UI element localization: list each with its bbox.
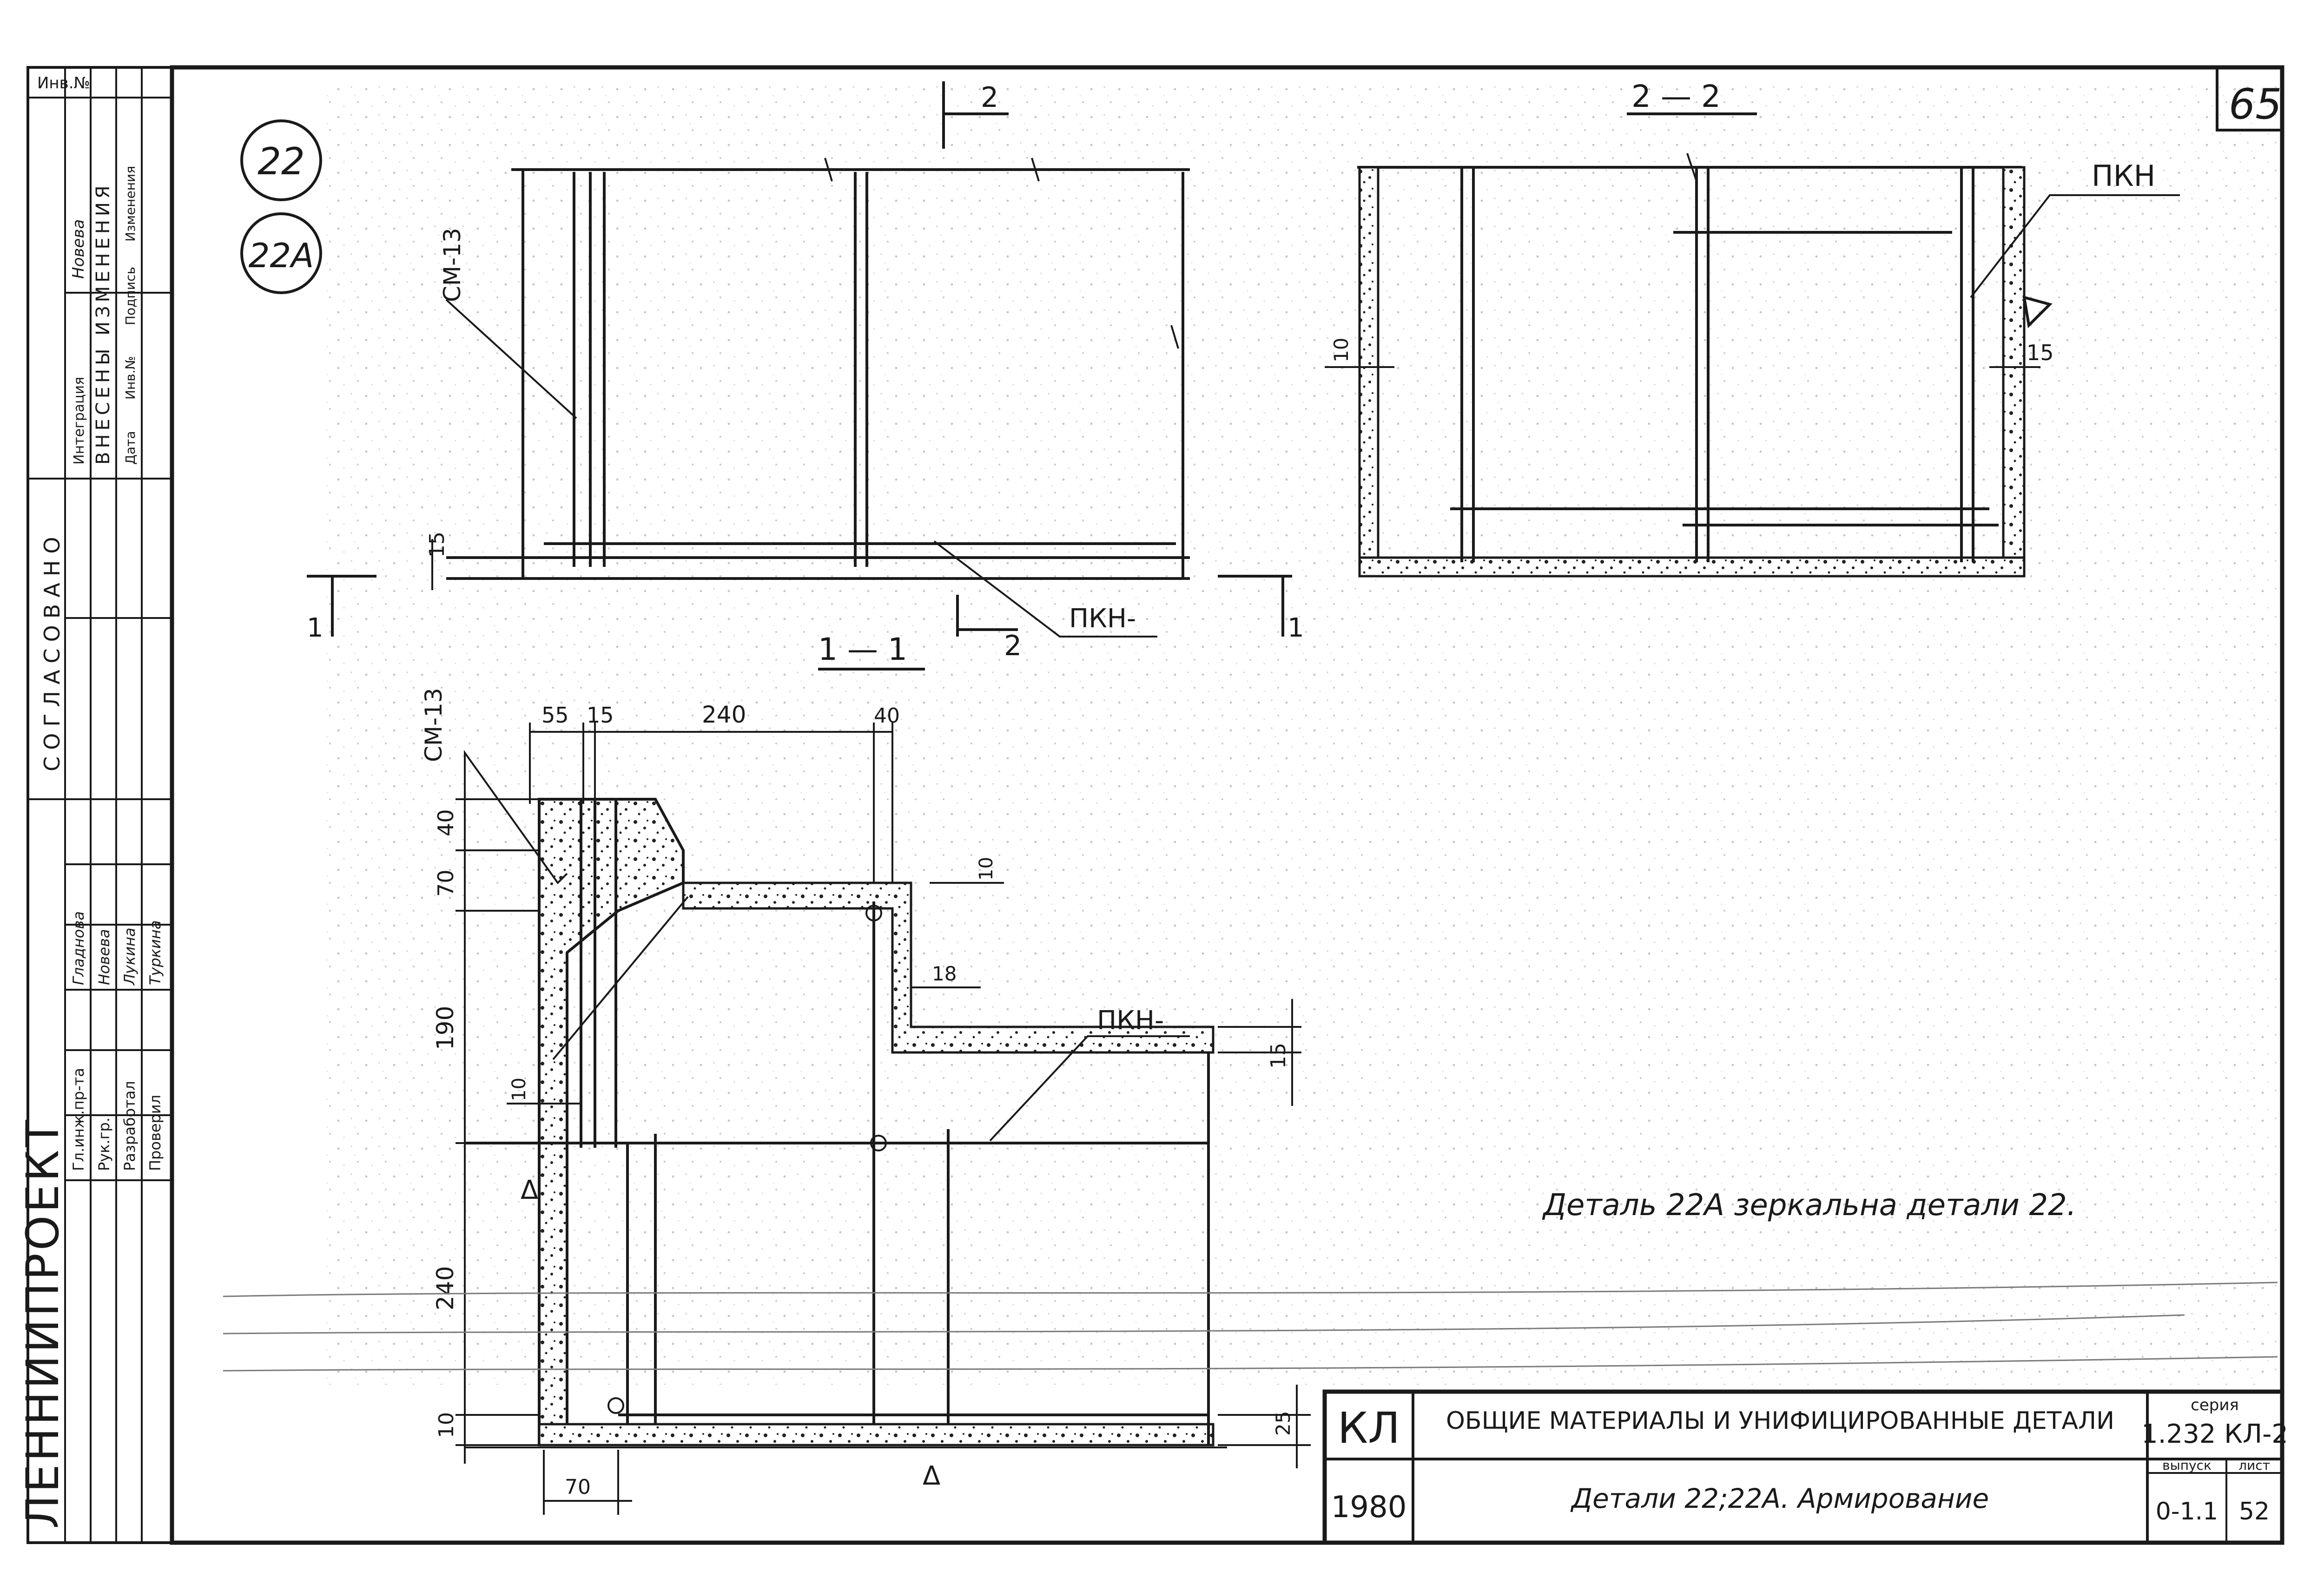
tb-main-title: ОБЩИЕ МАТЕРИАЛЫ И УНИФИЦИРОВАННЫЕ ДЕТАЛИ xyxy=(1446,1407,2114,1435)
changes-col-sign: Подпись xyxy=(123,267,138,325)
stamp-role-3: Разработал xyxy=(121,1081,139,1171)
stamp-integration: Интеграция xyxy=(71,377,87,465)
side-stamp: Инв.№ ЛЕННИИПРОЕКТ СОГЛАСОВАНО Гл.инж.пр… xyxy=(17,66,173,1544)
section-1-1-title: 1 — 1 xyxy=(818,631,907,667)
mirror-note: Деталь 22А зеркальна детали 22. xyxy=(1542,1188,2076,1223)
dim-10-lower: 10 xyxy=(508,1078,530,1101)
stamp-role-4: Проверил xyxy=(146,1095,164,1171)
dim-40-left: 40 xyxy=(433,809,458,836)
tb-sheet-label: лист xyxy=(2238,1458,2270,1473)
inventory-label: Инв.№ xyxy=(37,74,90,92)
changes-col-date: Дата xyxy=(123,431,138,465)
tb-issue-label: выпуск xyxy=(2162,1458,2212,1473)
dim-240-left: 240 xyxy=(432,1266,459,1310)
detail-marker-22a: 22А xyxy=(249,236,314,275)
dim-190: 190 xyxy=(432,1006,459,1050)
dim-10-bottom: 10 xyxy=(435,1412,458,1438)
stamp-name-1: Гладнова xyxy=(70,911,87,985)
dim-10-small: 10 xyxy=(976,857,997,881)
tb-series-label: серия xyxy=(2191,1396,2239,1414)
label-pkn-right: ПКН xyxy=(2092,159,2155,193)
dim-70-bottom: 70 xyxy=(565,1475,591,1499)
dim-55: 55 xyxy=(541,703,569,728)
stamp-role-2: Рук.гр. xyxy=(95,1118,113,1171)
copy-noise xyxy=(325,84,2278,1385)
stamp-role-1: Гл.инж.пр-та xyxy=(70,1068,87,1171)
label-sm13-top: СМ-13 xyxy=(439,228,466,302)
label-delta-bottom: Δ xyxy=(923,1461,940,1491)
tb-code: КЛ xyxy=(1338,1403,1400,1453)
org-name: ЛЕННИИПРОЕКТ xyxy=(17,1117,69,1529)
page-number-tab xyxy=(2216,67,2282,131)
tb-year: 1980 xyxy=(1331,1490,1407,1525)
stamp-name-2: Новева xyxy=(95,929,113,985)
dim-240: 240 xyxy=(702,701,746,728)
stamp-name-3: Лукина xyxy=(121,927,139,986)
agreed-label: СОГЛАСОВАНО xyxy=(40,530,65,771)
dim-40-top: 40 xyxy=(874,704,900,728)
label-pkn-bottom: ПКН- xyxy=(1097,1006,1164,1036)
detail-markers: 22 22А xyxy=(240,119,322,294)
tb-sub-title: Детали 22;22А. Армирование xyxy=(1570,1483,1989,1514)
stamp-name-4: Туркина xyxy=(146,920,164,985)
section-2-2-title: 2 — 2 xyxy=(1631,79,1721,114)
dim-70-left: 70 xyxy=(433,869,458,897)
tb-series-value: 1.232 КЛ-2 xyxy=(2141,1419,2288,1449)
label-delta-left: Δ xyxy=(521,1175,538,1205)
label-pkn-top: ПКН- xyxy=(1069,604,1136,634)
dim-top-15: 15 xyxy=(425,532,449,558)
changes-title: ВНЕСЕНЫ ИЗМЕНЕНИЯ xyxy=(92,182,114,465)
tb-sheet-value: 52 xyxy=(2239,1498,2270,1525)
page-number: 65 xyxy=(2229,80,2282,129)
dim-25: 25 xyxy=(1272,1411,1294,1436)
cut-mark-1-left: 1 xyxy=(307,613,324,643)
section-1-1: 55 15 240 40 40 70 190 240 10 10 10 18 1… xyxy=(420,688,1311,1515)
changes-col-change: Изменения xyxy=(123,166,138,242)
label-sm13-bottom: СМ-13 xyxy=(420,688,447,762)
detail-marker-22: 22 xyxy=(257,140,305,183)
scan-artifacts xyxy=(223,1282,2278,1372)
section-2-2: 2 — 2 10 15 ПКН xyxy=(1325,79,2180,578)
changes-col-inv: Инв.№ xyxy=(123,356,138,400)
dim-right-10: 10 xyxy=(1330,338,1353,362)
dim-right-15: 15 xyxy=(2027,340,2054,365)
cut-mark-1-right: 1 xyxy=(1287,613,1304,643)
dim-15: 15 xyxy=(587,703,614,728)
top-elevation: 2 2 1 1 15 СМ-13 ПКН- 1 — 1 xyxy=(307,81,1304,671)
title-block: КЛ 1980 ОБЩИЕ МАТЕРИАЛЫ И УНИФИЦИРОВАННЫ… xyxy=(1322,1389,2288,1545)
cut-mark-2-bottom: 2 xyxy=(1004,630,1022,662)
dim-18: 18 xyxy=(932,962,957,985)
tb-issue-value: 0-1.1 xyxy=(2156,1498,2218,1525)
dim-15-right: 15 xyxy=(1267,1043,1290,1069)
stamp-checker: Новева xyxy=(69,219,88,279)
cut-mark-2-top: 2 xyxy=(981,81,998,114)
